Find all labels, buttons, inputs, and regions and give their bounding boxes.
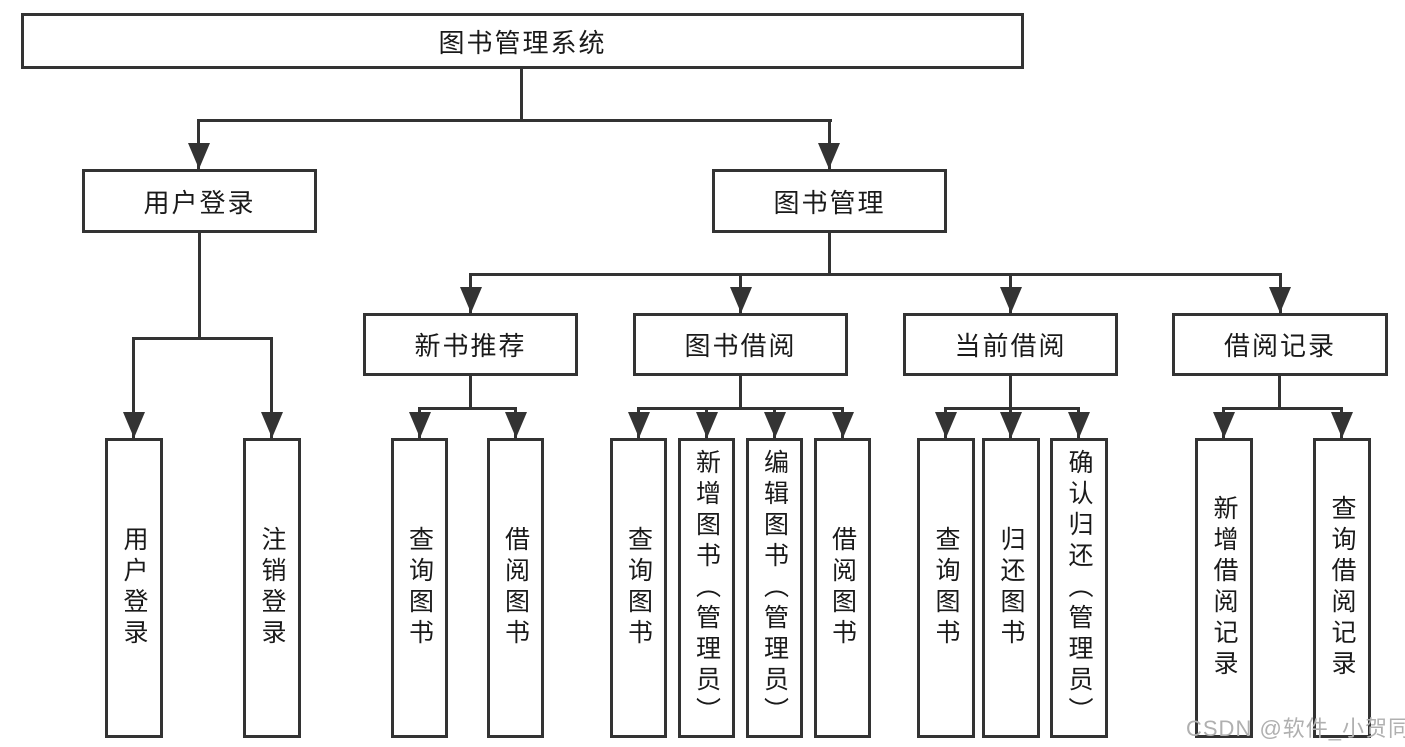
- connector-line: [469, 273, 1282, 276]
- connector-line: [132, 337, 135, 438]
- node-recommend-query-books: 查询图书: [391, 438, 448, 738]
- connector-line: [469, 376, 472, 407]
- connector-line: [739, 376, 742, 407]
- connector-line: [197, 119, 832, 122]
- node-borrowing-edit-books-admin: 编辑图书（管理员）: [746, 438, 803, 738]
- arrow-down-icon: [460, 287, 482, 313]
- node-book-management: 图书管理: [712, 169, 947, 233]
- arrow-down-icon: [730, 287, 752, 313]
- node-borrowing-borrow-books: 借阅图书: [814, 438, 871, 738]
- connector-line: [132, 337, 273, 340]
- node-borrowing-records: 借阅记录: [1172, 313, 1388, 376]
- connector-line: [1009, 376, 1012, 407]
- arrow-down-icon: [261, 412, 283, 438]
- connector-line: [1222, 407, 1343, 410]
- arrow-down-icon: [1068, 412, 1090, 438]
- node-user-login: 用户登录: [82, 169, 317, 233]
- node-current-borrowing: 当前借阅: [903, 313, 1118, 376]
- connector-line: [1278, 376, 1281, 407]
- node-current-confirm-return-admin: 确认归还（管理员）: [1050, 438, 1108, 738]
- arrow-down-icon: [1000, 287, 1022, 313]
- node-borrowing-add-books-admin: 新增图书（管理员）: [678, 438, 735, 738]
- node-records-query-borrow-record: 查询借阅记录: [1313, 438, 1371, 738]
- arrow-down-icon: [505, 412, 527, 438]
- connector-line: [418, 407, 517, 410]
- node-book-borrowing: 图书借阅: [633, 313, 848, 376]
- arrow-down-icon: [696, 412, 718, 438]
- arrow-down-icon: [832, 412, 854, 438]
- node-current-return-books: 归还图书: [982, 438, 1040, 738]
- node-new-book-recommend: 新书推荐: [363, 313, 578, 376]
- connector-line: [520, 69, 523, 121]
- connector-line: [270, 337, 273, 438]
- node-borrowing-query-books: 查询图书: [610, 438, 667, 738]
- arrow-down-icon: [1269, 287, 1291, 313]
- node-recommend-borrow-books: 借阅图书: [487, 438, 544, 738]
- arrow-down-icon: [764, 412, 786, 438]
- node-root-library-system: 图书管理系统: [21, 13, 1024, 69]
- arrow-down-icon: [935, 412, 957, 438]
- arrow-down-icon: [1213, 412, 1235, 438]
- connector-line: [637, 407, 844, 410]
- arrow-down-icon: [1000, 412, 1022, 438]
- arrow-down-icon: [123, 412, 145, 438]
- connector-line: [198, 233, 201, 337]
- connector-line: [944, 407, 1080, 410]
- node-records-add-borrow-record: 新增借阅记录: [1195, 438, 1253, 738]
- arrow-down-icon: [818, 143, 840, 169]
- node-current-query-books: 查询图书: [917, 438, 975, 738]
- arrow-down-icon: [188, 143, 210, 169]
- watermark: CSDN @软件_小贺同学: [1186, 716, 1405, 741]
- node-logout-action: 注销登录: [243, 438, 301, 738]
- arrow-down-icon: [409, 412, 431, 438]
- node-user-login-action: 用户登录: [105, 438, 163, 738]
- connector-line: [828, 233, 831, 273]
- arrow-down-icon: [1331, 412, 1353, 438]
- arrow-down-icon: [628, 412, 650, 438]
